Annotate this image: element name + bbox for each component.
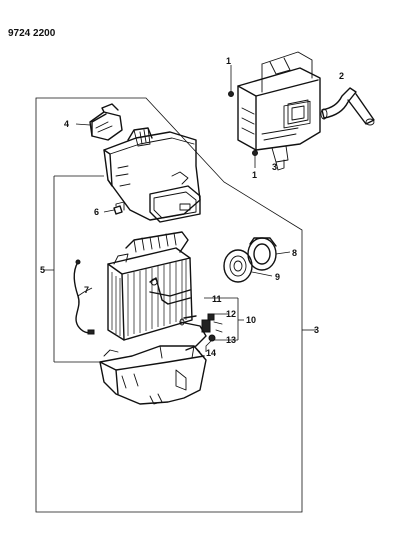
leader-14 [195,347,201,353]
thermistor-wire [73,259,95,335]
callout-11: 11 [212,294,222,304]
lower-housing [99,345,207,405]
bracket-5 [44,175,104,363]
callout-13: 13 [226,335,236,345]
callout-8: 8 [292,248,297,258]
diagram-code: 9724 2200 [8,28,56,39]
callout-1-lower: 1 [252,170,257,180]
resistor-block [75,103,123,141]
bracket-10-13 [204,297,244,352]
callout-3-upper: 3 [272,162,277,172]
callout-12: 12 [226,309,236,319]
callout-3: 3 [314,325,319,335]
callout-14: 14 [206,348,216,358]
upper-housing [103,127,201,223]
callout-2: 2 [339,71,344,81]
callout-9: 9 [275,272,280,282]
callout-10: 10 [246,315,256,325]
callout-6: 6 [94,207,99,217]
clip [103,201,125,215]
screw-lower [252,150,258,168]
expansion-valve [179,313,223,351]
assembly-frame [35,97,303,513]
callout-5: 5 [40,265,45,275]
callout-7: 7 [84,285,89,295]
evaporator-core [107,231,193,341]
complete-unit [237,51,321,171]
callout-4: 4 [64,119,69,129]
leader-7 [83,287,93,293]
duct-tube [320,87,375,126]
blower-ring [247,237,291,271]
callout-1-top: 1 [226,56,231,66]
blower-gasket [223,249,273,283]
screw-top [228,65,234,97]
